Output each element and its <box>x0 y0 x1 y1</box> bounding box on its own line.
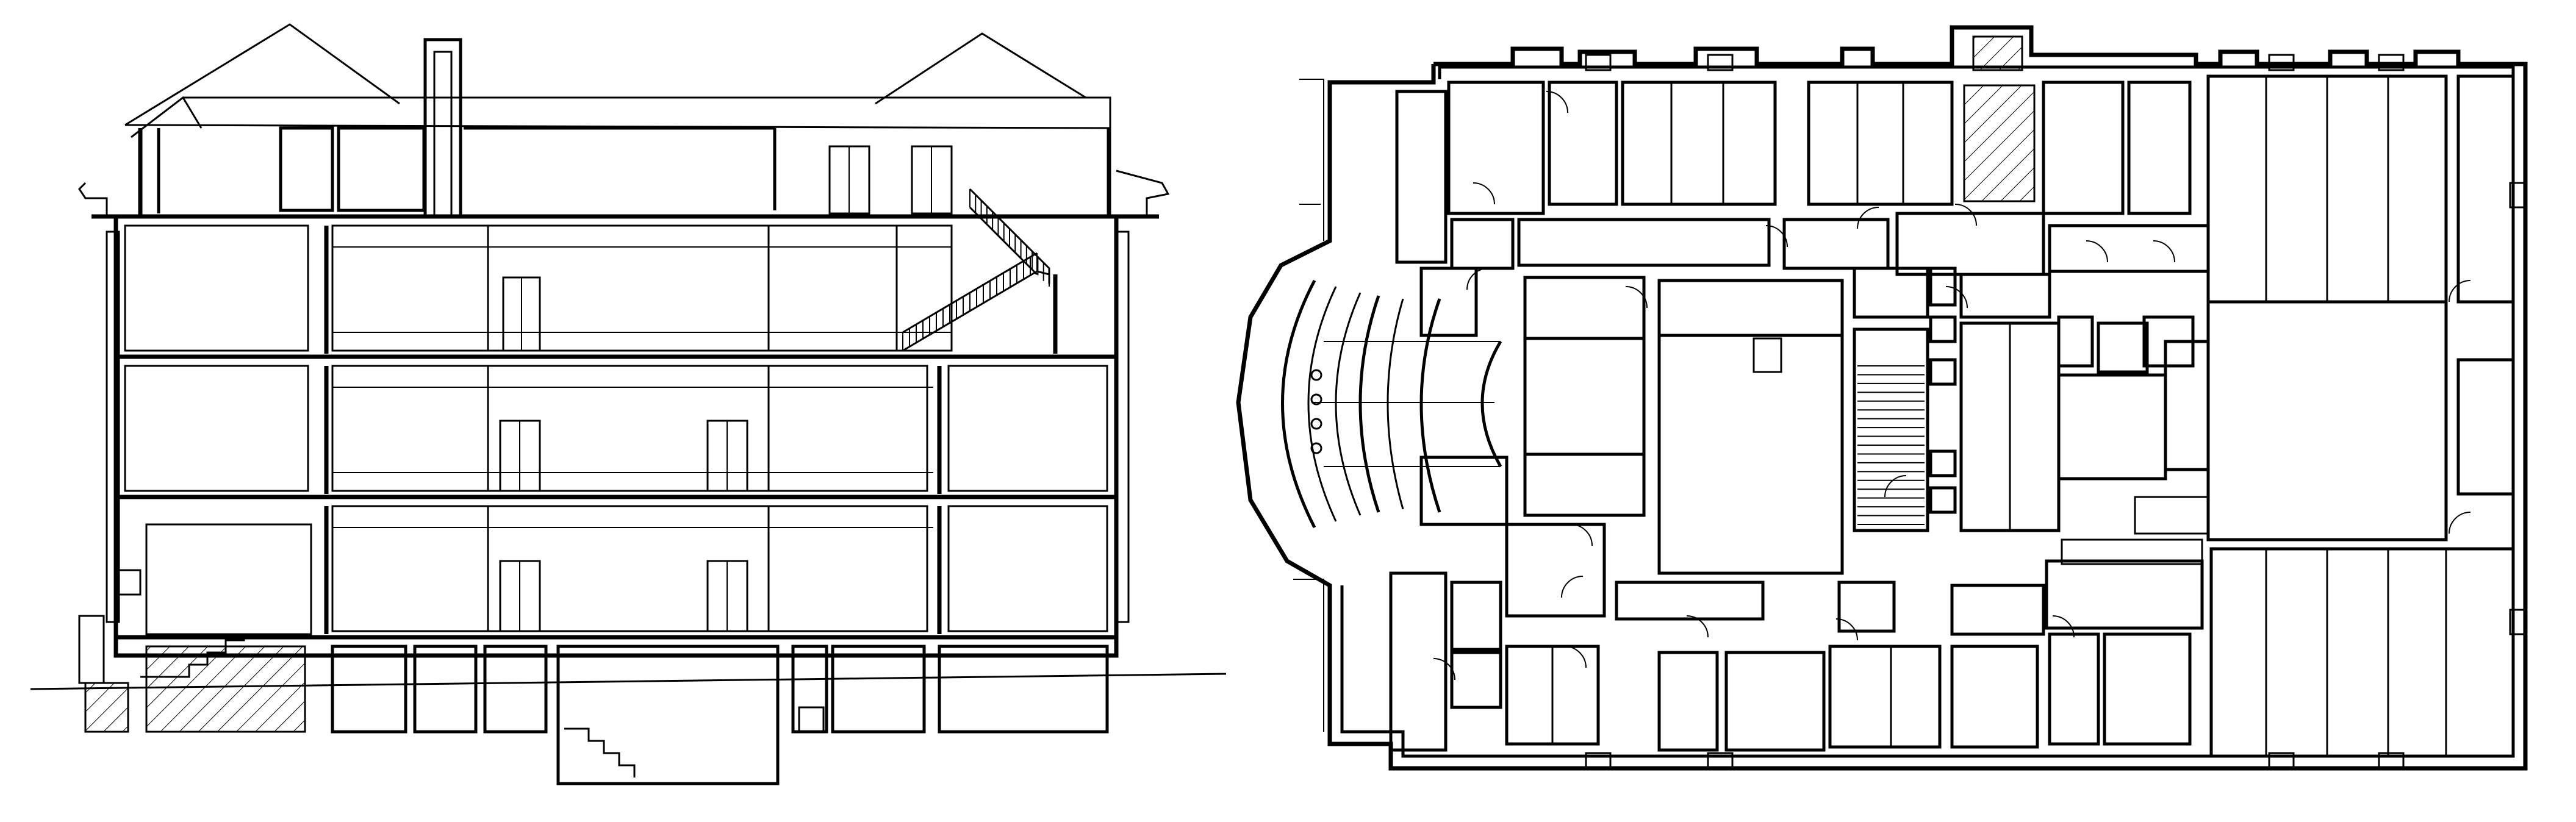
stair-treads <box>902 253 1038 351</box>
plan-outer-wall <box>1236 25 2528 771</box>
section-roof <box>124 23 1111 138</box>
plan-rooms-middle <box>1523 266 2515 575</box>
building-section <box>30 23 1227 785</box>
section-basement <box>30 645 1227 785</box>
stair-treads <box>969 189 1050 287</box>
plan-rooms-south <box>1615 547 2515 758</box>
section-attic <box>78 126 1170 219</box>
section-ground-entrance <box>78 569 142 684</box>
section-floor-3 <box>124 224 953 352</box>
plan-curved-bay <box>1281 279 1502 529</box>
section-floor-2 <box>124 365 1108 492</box>
plan-hatched-shaft <box>1963 35 2036 202</box>
building-plan <box>1236 25 2528 771</box>
plan-rooms-north <box>1447 74 2515 304</box>
plan-door-swings <box>1433 91 2471 681</box>
section-floors <box>106 214 1130 658</box>
stair-treads <box>1857 365 1925 525</box>
plan-window-reveals <box>1585 54 2527 770</box>
section-chimney <box>423 38 462 218</box>
